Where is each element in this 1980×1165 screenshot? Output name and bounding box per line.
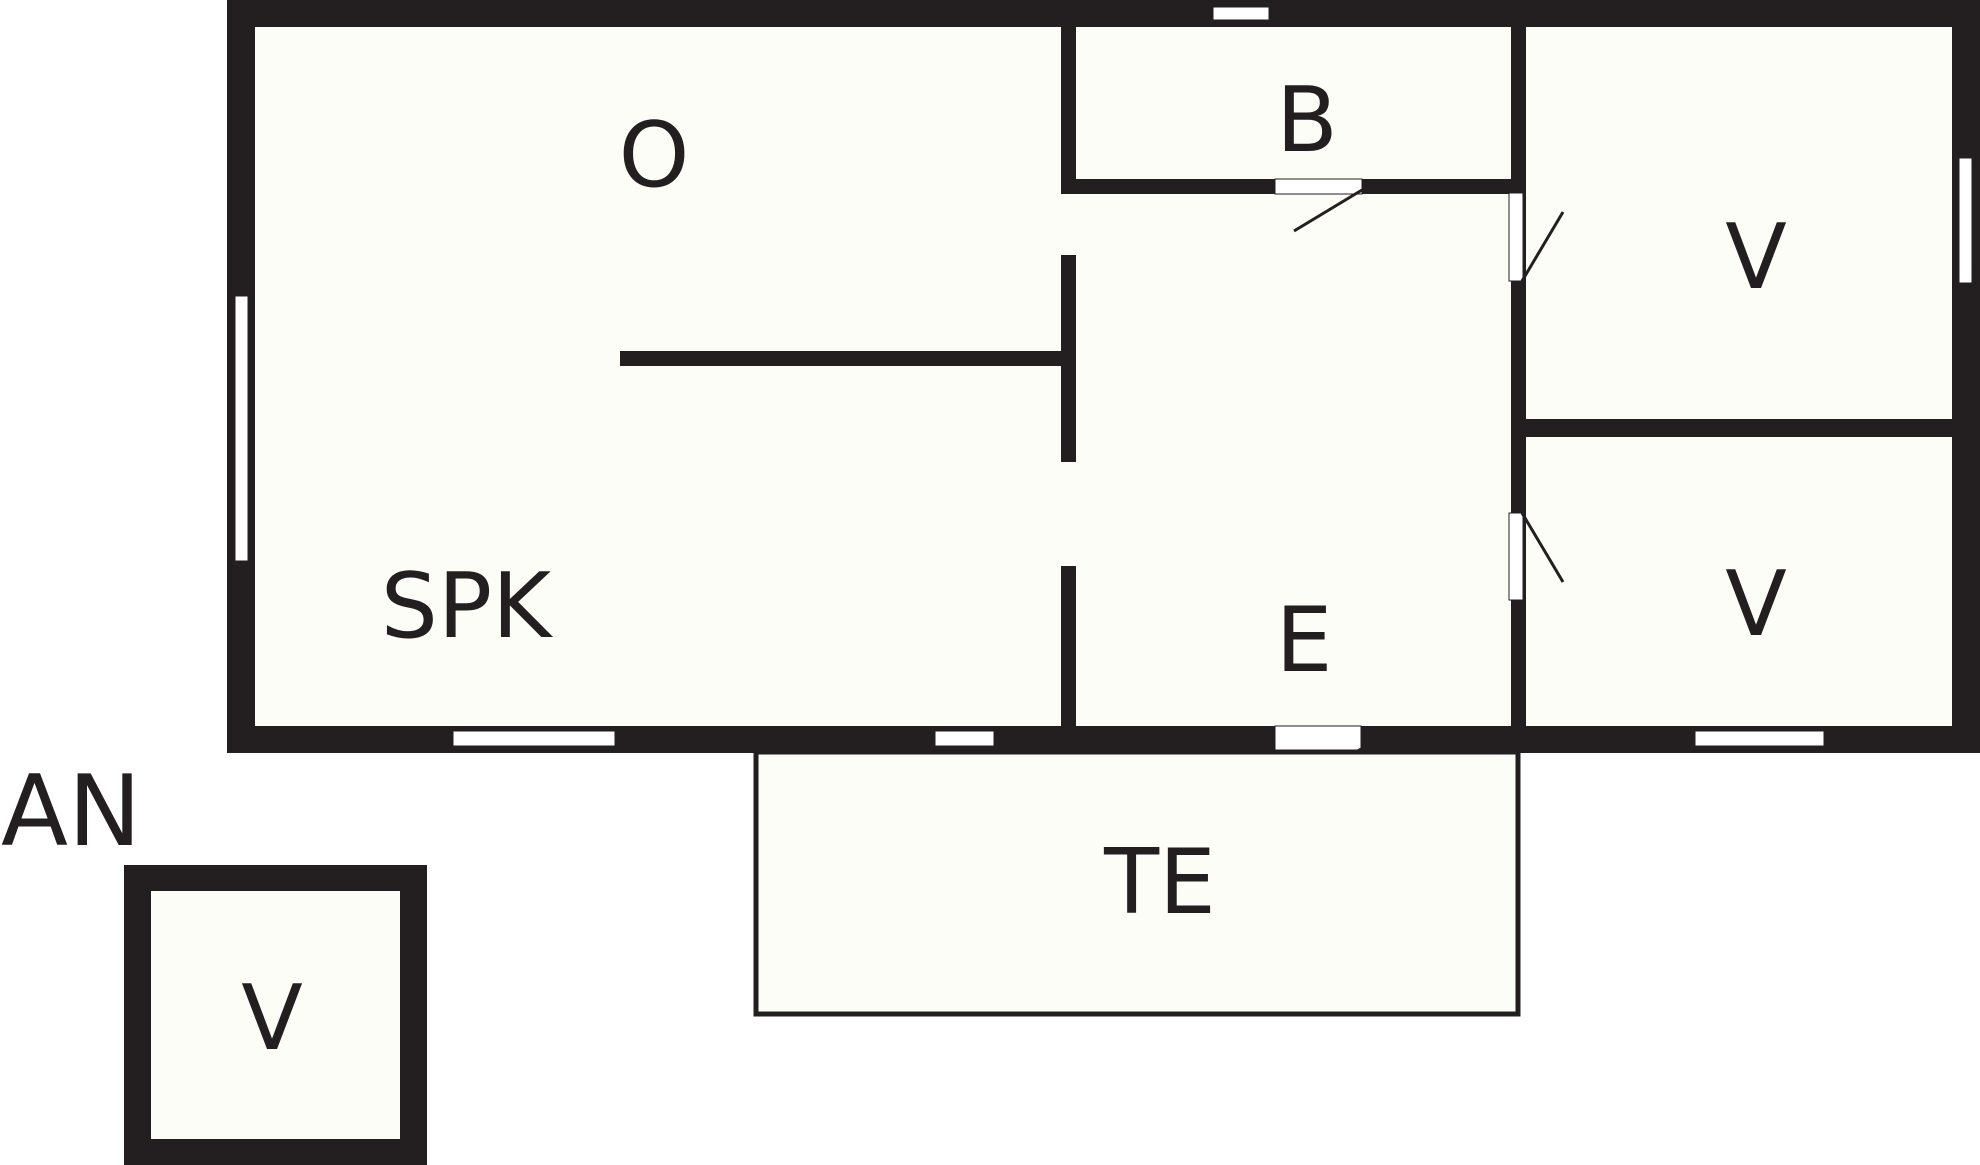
door-leaf-v-top bbox=[1520, 211, 1565, 282]
main-building bbox=[227, 0, 1980, 793]
room-label-v-top: V bbox=[1725, 205, 1787, 310]
wall-v-v bbox=[1511, 419, 1980, 437]
floor-room-v-top bbox=[1526, 27, 1952, 419]
room-label-te: TE bbox=[1103, 830, 1216, 935]
wall-o-b bbox=[1061, 0, 1076, 193]
door-opening-v-mid bbox=[1508, 512, 1524, 601]
door-opening-b bbox=[1274, 178, 1363, 195]
partition-wall-vertical-upper bbox=[1061, 255, 1076, 462]
door-leaf-v-mid bbox=[1520, 512, 1565, 583]
door-opening-v-top bbox=[1508, 192, 1524, 282]
window-top bbox=[1212, 6, 1270, 21]
room-label-b: B bbox=[1276, 68, 1338, 173]
annex-label: AN bbox=[1, 755, 141, 869]
partition-wall-horizontal bbox=[620, 351, 1066, 366]
room-label-e: E bbox=[1276, 588, 1333, 693]
window-bottom-spk bbox=[452, 730, 616, 747]
floor-room-e bbox=[1061, 190, 1511, 726]
door-leaf-b bbox=[1293, 188, 1363, 233]
window-left bbox=[234, 295, 249, 562]
floor-room-v-mid bbox=[1526, 437, 1952, 726]
room-label-spk: SPK bbox=[381, 554, 553, 659]
terrace bbox=[753, 749, 1521, 1017]
room-label-o: O bbox=[619, 103, 690, 208]
annex-floor bbox=[151, 891, 400, 1139]
wall-e-v bbox=[1511, 0, 1526, 753]
annex-room-label-v: V bbox=[241, 966, 303, 1071]
floor-room-b bbox=[1076, 27, 1511, 180]
terrace-outline bbox=[753, 749, 1521, 1017]
annex-building bbox=[124, 865, 427, 1165]
door-opening-te bbox=[1274, 725, 1362, 754]
window-bottom-small bbox=[934, 730, 995, 747]
room-label-v-mid: V bbox=[1725, 552, 1787, 657]
floor-room-spk-o bbox=[255, 27, 1061, 726]
partition-wall-vertical-lower bbox=[1061, 566, 1076, 753]
window-right bbox=[1958, 157, 1973, 284]
window-bottom-v bbox=[1694, 730, 1825, 747]
